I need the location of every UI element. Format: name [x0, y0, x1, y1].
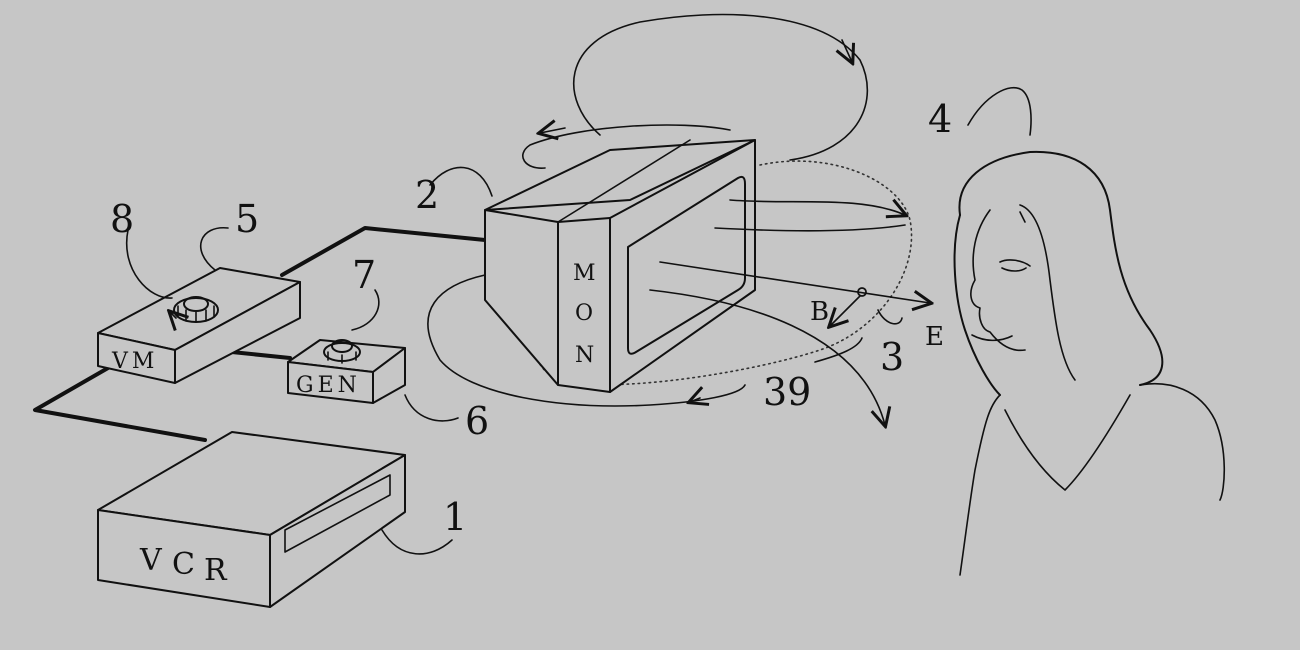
viewer-figure: 4 [928, 86, 1226, 576]
numeral-2: 2 [415, 173, 439, 217]
vcr-label: V C R [139, 543, 237, 588]
viewer-right-shoulder [1139, 383, 1226, 501]
upper-left-loop [522, 124, 731, 169]
gen-device: GEN 7 6 [287, 253, 489, 443]
vcr-letter-r: R [204, 553, 237, 588]
bottom-loop-arrow [690, 398, 700, 402]
numeral-3: 3 [880, 335, 904, 379]
leader-39 [814, 337, 863, 363]
monitor-letter-n: N [575, 343, 598, 368]
face-profile [970, 209, 1026, 352]
ray-e-field [659, 261, 930, 303]
viewer-mouth [971, 334, 1013, 342]
numeral-4: 4 [928, 97, 952, 141]
gen-knob-cap [331, 339, 353, 353]
ray-upper-2 [714, 224, 906, 232]
gen-label: GEN [296, 373, 361, 398]
viewer-eye [999, 259, 1031, 272]
label-b: B [810, 297, 829, 327]
gen-knob-ticks [327, 351, 357, 364]
leader-7 [351, 289, 380, 331]
leader-1 [381, 529, 453, 555]
numeral-8: 8 [110, 197, 134, 241]
vm-device: VM 8 5 [97, 197, 301, 384]
monitor-device: M O N 2 [415, 139, 756, 393]
leader-2 [429, 166, 493, 197]
measurement-point [857, 287, 867, 297]
monitor-letter-o: O [575, 301, 597, 326]
monitor-top-edge [557, 139, 691, 223]
gen-front [287, 361, 374, 404]
screen-rays: B E 3 39 [649, 200, 944, 425]
numeral-39: 39 [763, 370, 811, 414]
b-field-arrow [830, 295, 861, 326]
monitor-label: M O N [573, 261, 600, 368]
vm-knob-cap [183, 296, 209, 312]
viewer-neckline [1004, 394, 1131, 491]
vcr-device: V C R 1 [97, 431, 467, 608]
label-e: E [925, 322, 944, 352]
vm-to-monitor-cable [280, 226, 487, 277]
vm-knob-arrow [170, 312, 176, 318]
vcr-letter-v: V [139, 543, 172, 578]
hair-outline-right [958, 150, 1164, 386]
numeral-6: 6 [465, 399, 489, 443]
leader-3 [877, 309, 903, 325]
monitor-screen [627, 175, 746, 355]
vm-front [97, 332, 176, 384]
upper-left-arrow [540, 128, 566, 133]
gen-knob [323, 339, 361, 364]
viewer-ear [1019, 211, 1026, 223]
vcr-letter-c: C [172, 547, 205, 582]
monitor-letter-m: M [573, 261, 600, 286]
numeral-1: 1 [443, 495, 467, 539]
leader-8 [125, 229, 173, 299]
top-loop-arrow [842, 39, 852, 62]
top-field-loop [572, 13, 869, 161]
hair-inner [1019, 204, 1076, 381]
leader-6 [404, 394, 459, 422]
leader-4 [967, 86, 1032, 136]
vcr-tape-slot [284, 474, 391, 553]
vm-knob [170, 296, 219, 322]
numeral-5: 5 [235, 197, 259, 241]
monitor-left-side [484, 209, 559, 386]
vcr-front [97, 509, 271, 608]
vm-to-vcr-cable [33, 366, 207, 442]
ray-upper [729, 200, 905, 215]
hair-outline-left [953, 214, 1001, 396]
ray-down [649, 289, 885, 425]
leader-5 [199, 227, 229, 271]
vm-label: VM [111, 349, 158, 374]
numeral-7: 7 [352, 253, 376, 297]
viewer-left-shoulder [959, 394, 1001, 576]
